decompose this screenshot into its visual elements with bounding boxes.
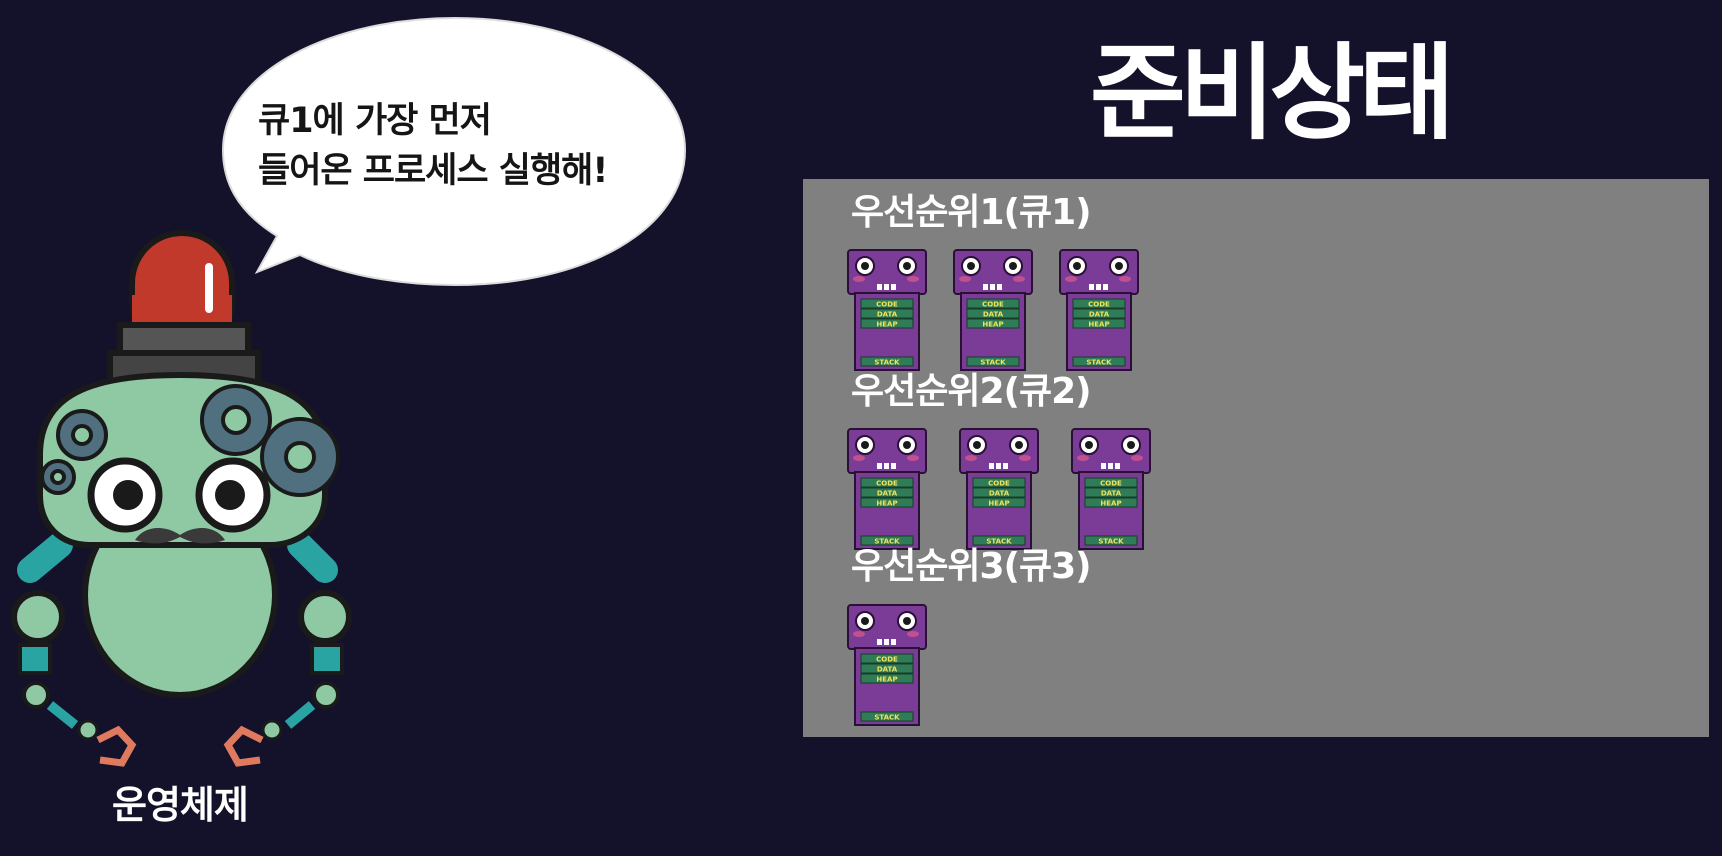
process-heap-label: HEAP	[1088, 321, 1109, 329]
process-icon: CODE DATA HEAP STACK	[959, 428, 1039, 550]
process-data-label: DATA	[877, 311, 898, 319]
process-stack-label: STACK	[874, 359, 900, 367]
process-icon: CODE DATA HEAP STACK	[1071, 428, 1151, 550]
process-heap-label: HEAP	[876, 676, 897, 684]
process-stack-label: STACK	[1086, 359, 1112, 367]
process-code-label: CODE	[876, 301, 898, 309]
queue-label-1: 우선순위1(큐1)	[851, 192, 1092, 233]
process-icon: CODE DATA HEAP STACK	[847, 249, 927, 371]
queue-label-3: 우선순위3(큐3)	[851, 546, 1092, 587]
os-label: 운영체제	[112, 783, 249, 827]
mustache-icon	[135, 528, 225, 544]
process-heap-label: HEAP	[982, 321, 1003, 329]
queue-label-2: 우선순위2(큐2)	[851, 371, 1092, 412]
process-heap-label: HEAP	[876, 500, 897, 508]
process-code-label: CODE	[982, 301, 1004, 309]
process-stack-label: STACK	[874, 714, 900, 722]
robot-arms	[11, 532, 352, 767]
process-stack-label: STACK	[986, 538, 1012, 546]
process-data-label: DATA	[877, 666, 898, 674]
speech-bubble-text: 큐1에 가장 먼저 들어온 프로세스 실행해!	[258, 96, 688, 196]
gear-icon	[40, 384, 340, 497]
process-icon: CODE DATA HEAP STACK	[847, 428, 927, 550]
page-title: 준비상태	[1090, 32, 1455, 154]
process-data-label: DATA	[983, 311, 1004, 319]
process-icon: CODE DATA HEAP STACK	[847, 604, 927, 726]
process-code-label: CODE	[876, 656, 898, 664]
process-heap-label: HEAP	[988, 500, 1009, 508]
speech-bubble	[221, 16, 687, 287]
process-stack-label: STACK	[1098, 538, 1124, 546]
process-heap-label: HEAP	[1100, 500, 1121, 508]
process-data-label: DATA	[1089, 311, 1110, 319]
speech-line-2: 들어온 프로세스 실행해!	[258, 151, 608, 191]
process-stack-label: STACK	[980, 359, 1006, 367]
process-data-label: DATA	[877, 490, 898, 498]
process-icon: CODE DATA HEAP STACK	[1059, 249, 1139, 371]
process-data-label: DATA	[989, 490, 1010, 498]
robot-eyes	[87, 457, 271, 533]
process-code-label: CODE	[876, 480, 898, 488]
process-icon: CODE DATA HEAP STACK	[953, 249, 1033, 371]
process-heap-label: HEAP	[876, 321, 897, 329]
os-robot-illustration	[11, 230, 352, 767]
ready-queue-panel: 우선순위1(큐1) CODE DATA HEAP STACK	[803, 179, 1709, 737]
speech-line-1: 큐1에 가장 먼저	[258, 101, 492, 141]
process-data-label: DATA	[1101, 490, 1122, 498]
process-stack-label: STACK	[874, 538, 900, 546]
process-code-label: CODE	[988, 480, 1010, 488]
process-code-label: CODE	[1088, 301, 1110, 309]
process-code-label: CODE	[1100, 480, 1122, 488]
